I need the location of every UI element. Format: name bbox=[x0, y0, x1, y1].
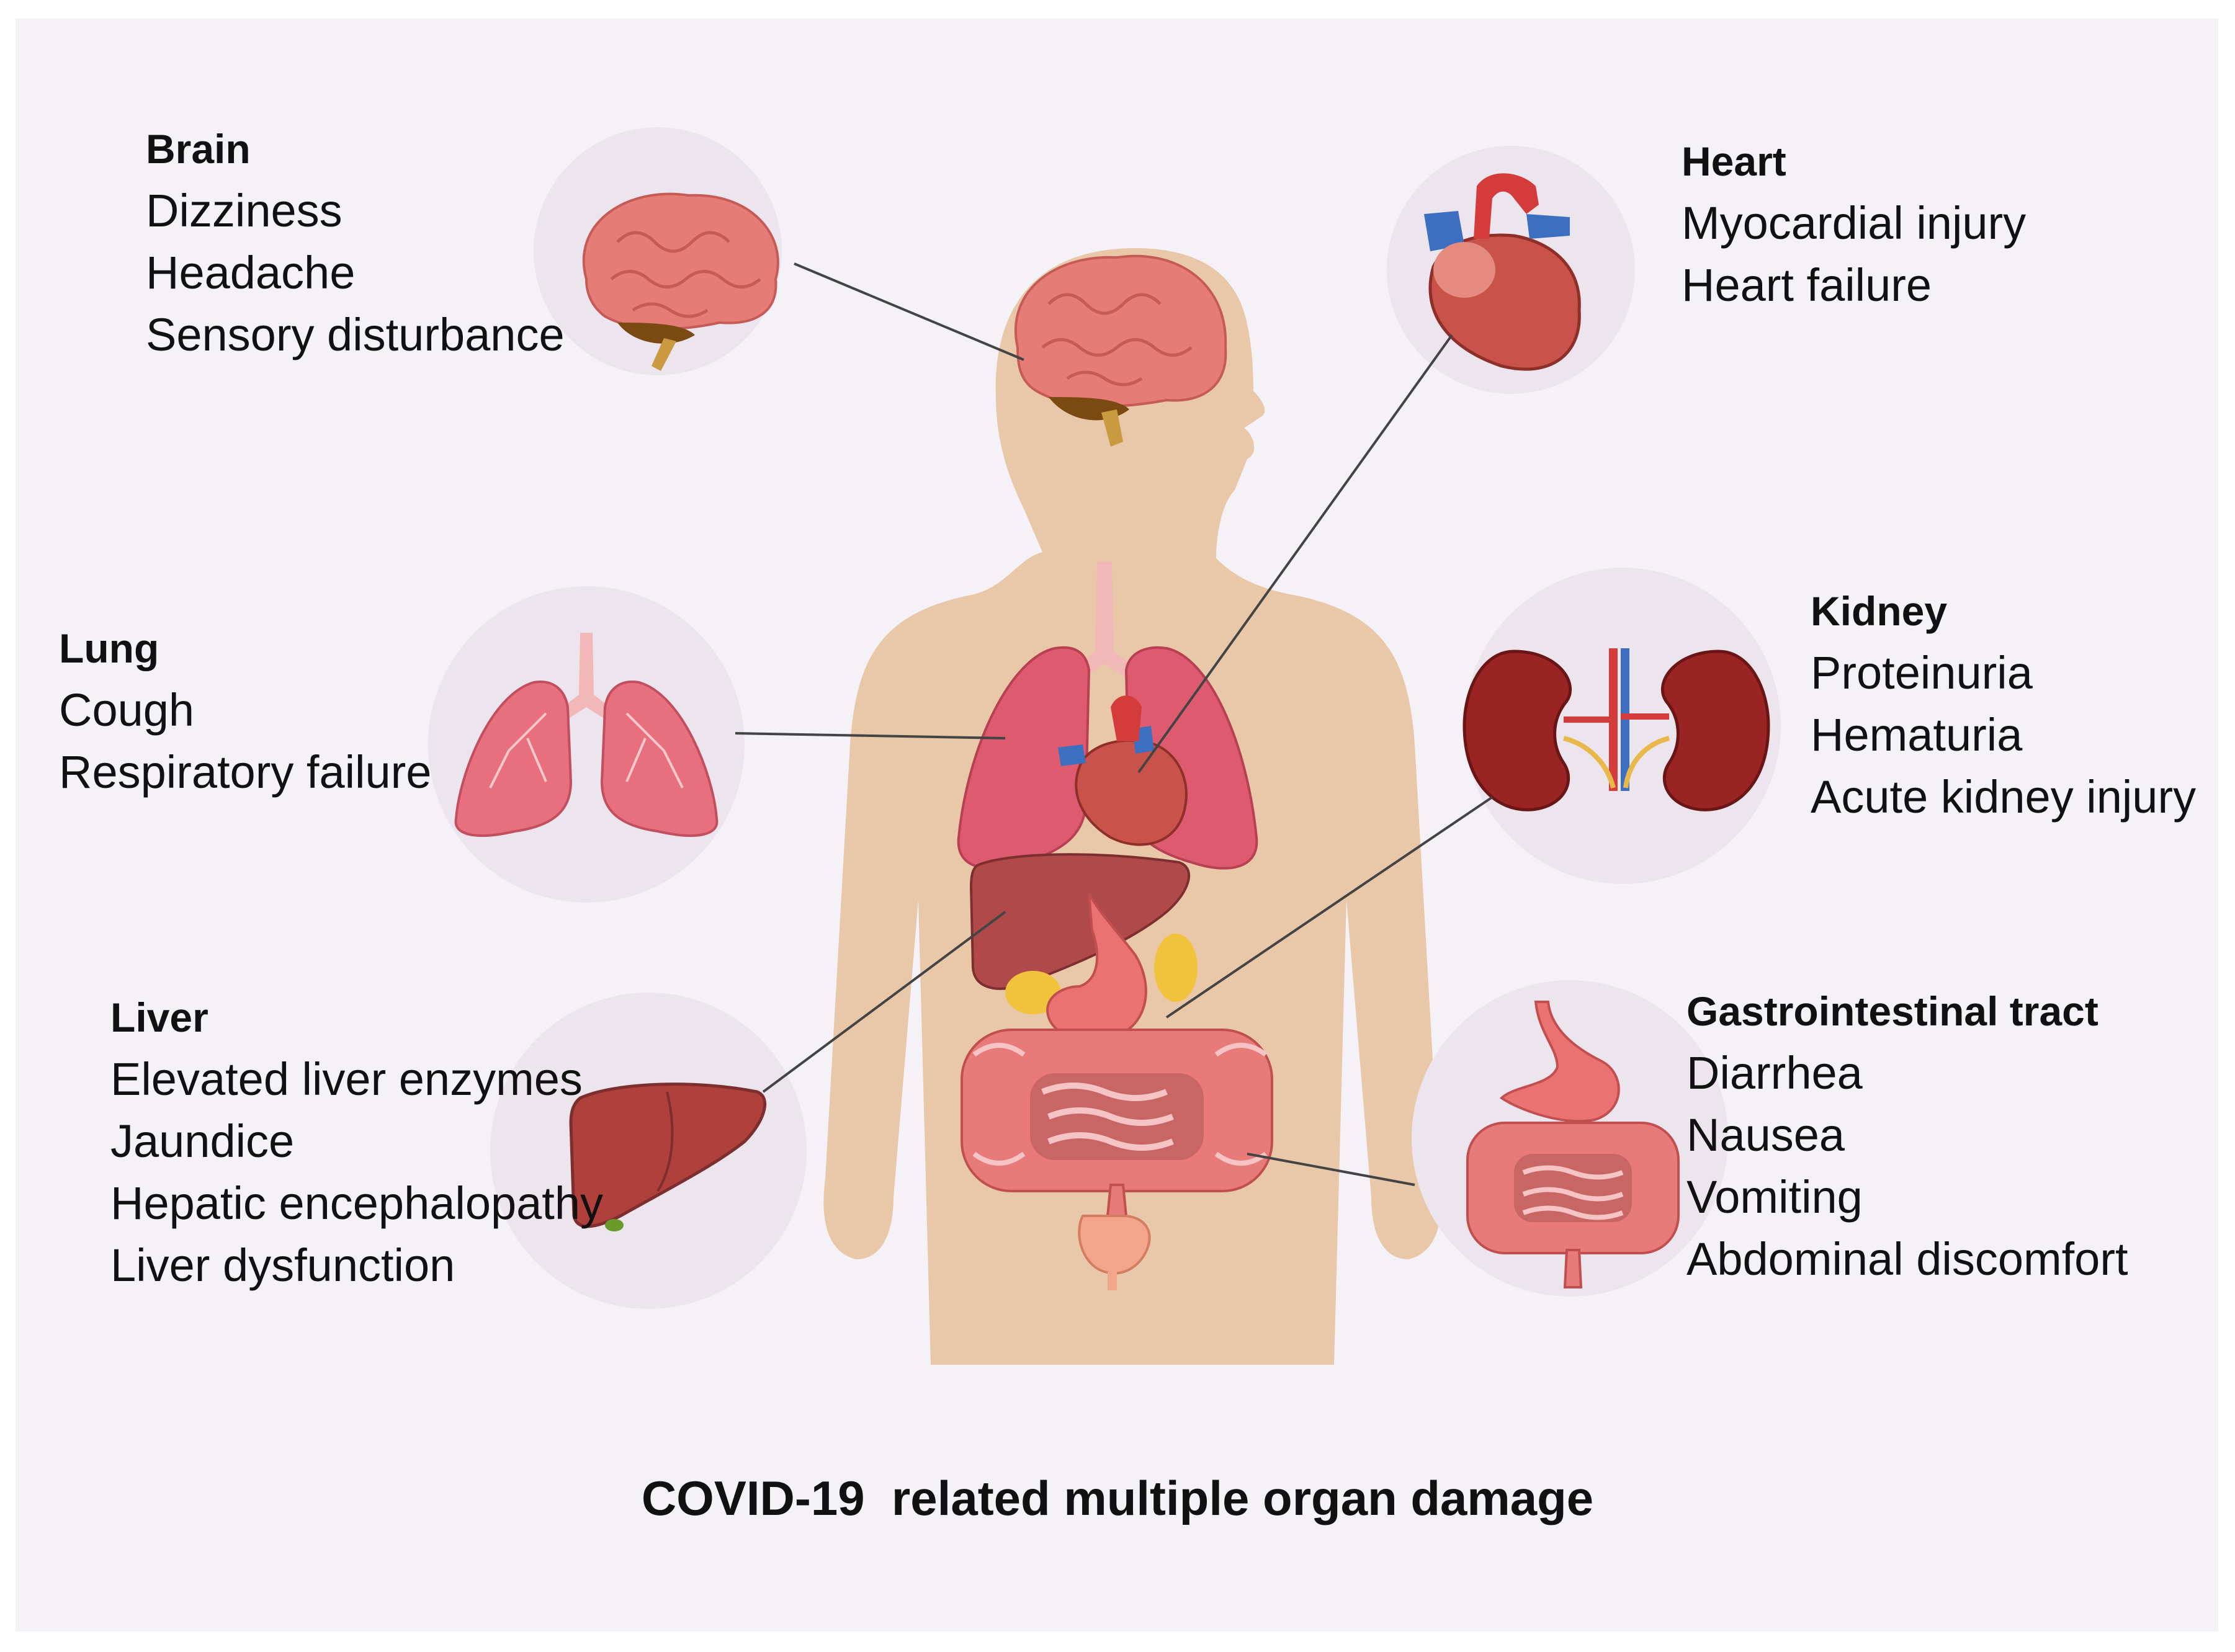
gi-name: Gastrointestinal tract bbox=[1686, 988, 2098, 1034]
lung-leader-line bbox=[735, 732, 1006, 739]
heart-label: Heart Myocardial injury Heart failure bbox=[1682, 130, 2026, 316]
intestine-icon bbox=[1466, 1001, 1680, 1288]
kidney-symptom: Proteinuria bbox=[1811, 647, 2033, 699]
body-heart-icon bbox=[1058, 695, 1188, 846]
lungs-icon bbox=[454, 633, 719, 837]
liver-symptom: Elevated liver enzymes bbox=[110, 1053, 583, 1105]
heart-leader-line bbox=[1137, 334, 1453, 774]
body-liver-icon bbox=[969, 853, 1191, 990]
gi-symptom: Nausea bbox=[1686, 1109, 1845, 1161]
liver-symptom: Hepatic encephalopathy bbox=[110, 1177, 604, 1229]
body-intestines-icon bbox=[961, 1029, 1273, 1217]
heart-symptom: Heart failure bbox=[1682, 259, 1932, 311]
brain-symptom: Sensory disturbance bbox=[146, 309, 565, 360]
liver-symptom: Liver dysfunction bbox=[110, 1239, 455, 1291]
brain-symptom: Headache bbox=[146, 247, 356, 298]
body-gallbladder-icon bbox=[1005, 934, 1198, 1014]
kidney-symptom: Acute kidney injury bbox=[1811, 771, 2197, 823]
heart-icon bbox=[1424, 173, 1581, 371]
lung-label: Lung Cough Respiratory failure bbox=[59, 617, 431, 803]
body-trachea-icon bbox=[1055, 561, 1154, 692]
lung-name: Lung bbox=[59, 625, 159, 671]
kidney-leader-line bbox=[1165, 796, 1494, 1019]
brain-leader-line bbox=[794, 262, 1024, 361]
brain-label: Brain Dizziness Headache Sensory disturb… bbox=[146, 118, 565, 366]
lung-symptom: Cough bbox=[59, 684, 195, 736]
lung-symptom: Respiratory failure bbox=[59, 746, 432, 798]
gi-leader-line bbox=[1247, 1153, 1415, 1186]
diagram-title: COVID-19 related multiple organ damage bbox=[641, 1471, 1594, 1525]
brain-symptom: Dizziness bbox=[146, 185, 343, 236]
liver-name: Liver bbox=[110, 994, 208, 1040]
kidney-symptom: Hematuria bbox=[1811, 709, 2023, 761]
liver-symptom: Jaundice bbox=[110, 1115, 295, 1167]
kidney-label: Kidney Proteinuria Hematuria Acute kidne… bbox=[1811, 580, 2196, 828]
brain-name: Brain bbox=[146, 126, 251, 172]
body-brain-icon bbox=[1014, 254, 1227, 447]
heart-name: Heart bbox=[1682, 138, 1786, 184]
leader-lines bbox=[735, 262, 1494, 1186]
liver-icon bbox=[569, 1083, 767, 1231]
liver-label: Liver Elevated liver enzymes Jaundice He… bbox=[110, 986, 603, 1297]
liver-leader-line bbox=[762, 911, 1006, 1093]
kidneys-icon bbox=[1462, 648, 1770, 811]
gi-symptom: Vomiting bbox=[1686, 1171, 1863, 1223]
gi-symptom: Abdominal discomfort bbox=[1686, 1233, 2128, 1285]
brain-icon bbox=[582, 192, 779, 371]
heart-symptom: Myocardial injury bbox=[1682, 197, 2027, 249]
body-bladder-icon bbox=[1078, 1215, 1151, 1290]
kidney-name: Kidney bbox=[1811, 588, 1948, 634]
gi-symptom: Diarrhea bbox=[1686, 1047, 1863, 1099]
gi-label: Gastrointestinal tract Diarrhea Nausea V… bbox=[1686, 980, 2128, 1290]
